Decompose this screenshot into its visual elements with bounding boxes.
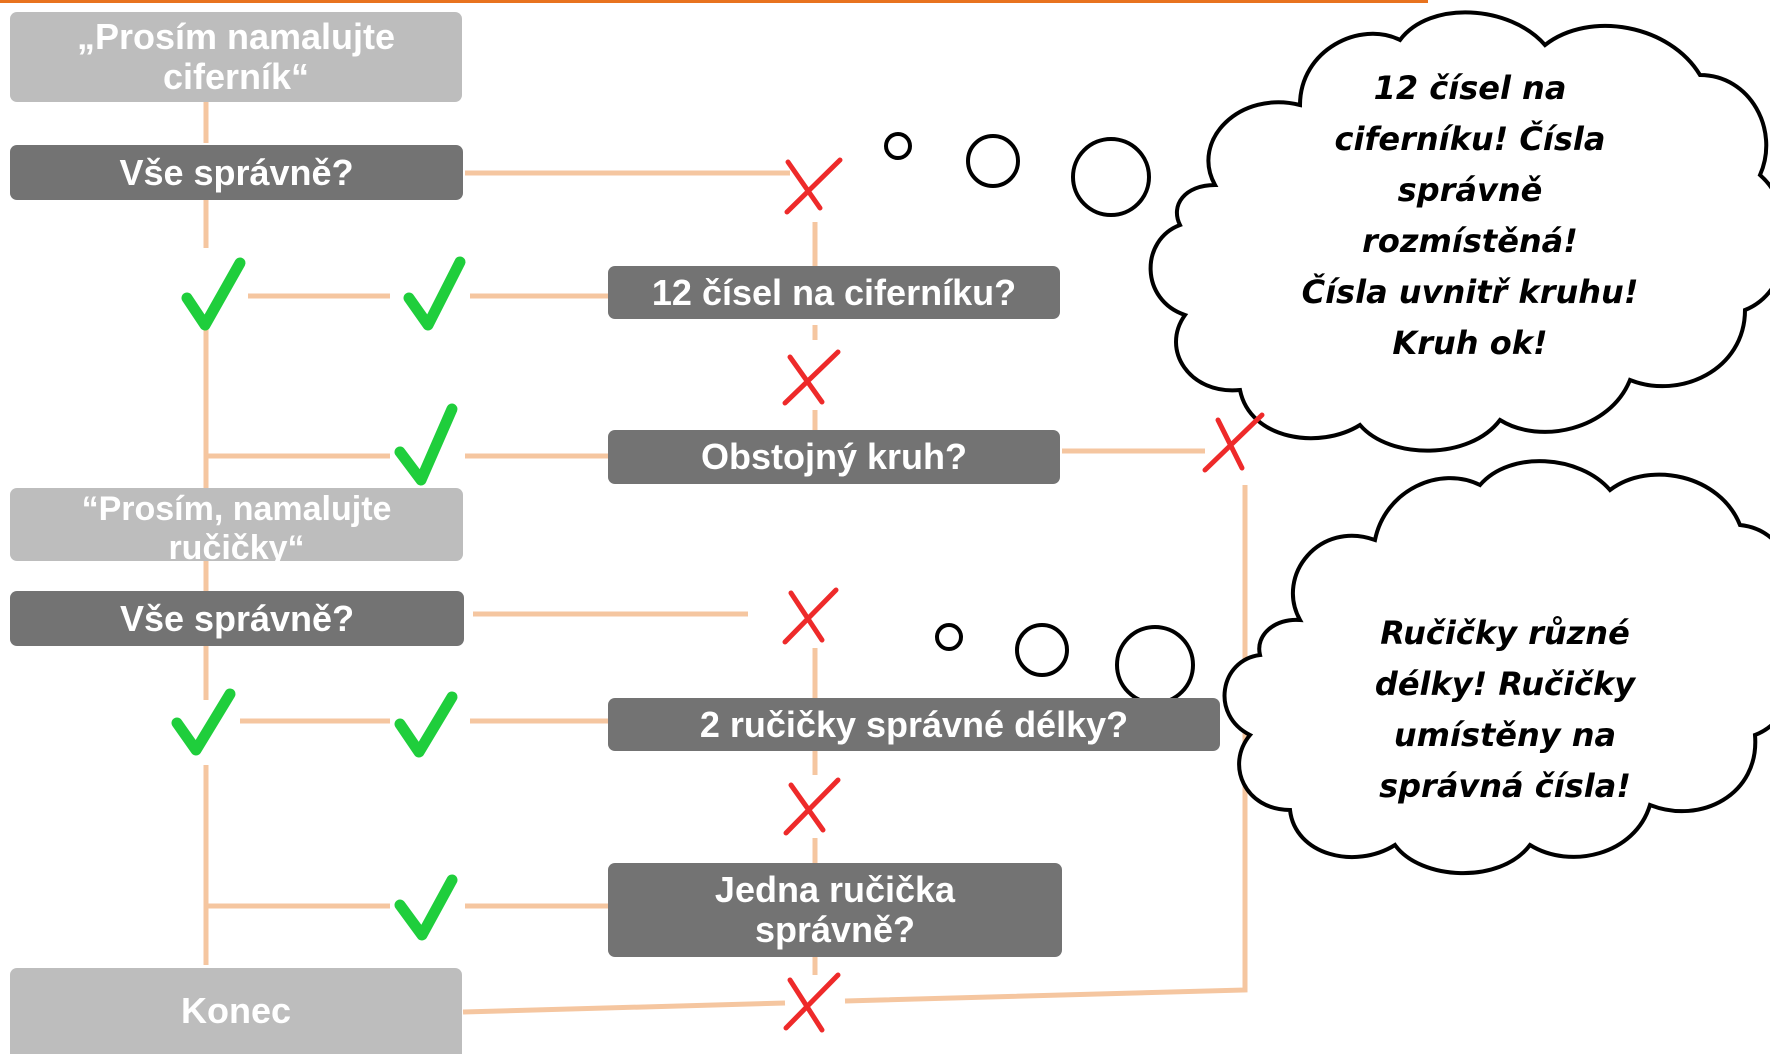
top-accent-bar — [0, 0, 1428, 3]
cloud-hands-line: umístěny na — [1393, 716, 1617, 754]
cloud-hands-line: Ručičky různé — [1380, 614, 1630, 652]
node-start-clock: „Prosím namalujte ciferník“ — [10, 12, 462, 102]
node-all-correct-2: Vše správně? — [10, 591, 464, 646]
check-icon-4 — [171, 688, 236, 756]
node-twelve-numbers-label: 12 čísel na ciferníku? — [651, 271, 1017, 313]
cloud-clock-line: správně — [1397, 171, 1543, 209]
check-icon-2 — [403, 256, 466, 331]
node-one-hand-correct-label: Jedna ručička správně? — [714, 869, 956, 950]
node-end: Konec — [10, 968, 462, 1054]
connector-end — [462, 1000, 786, 1015]
node-decent-circle-label: Obstojný kruh? — [700, 436, 967, 477]
cloud-shape-hands — [1222, 459, 1770, 876]
node-two-hands-length: 2 ručičky správné délky? — [608, 698, 1220, 751]
check-icon-3 — [394, 403, 458, 486]
node-start-hands-label: “Prosím, namalujte ručičky“ — [81, 490, 392, 561]
cloud-clock-line: Kruh ok! — [1392, 324, 1548, 362]
cross-icon-3 — [1202, 412, 1265, 473]
cross-icon-1 — [784, 157, 843, 215]
node-start-hands: “Prosím, namalujte ručičky“ — [10, 488, 463, 561]
node-all-correct-1: Vše správně? — [10, 145, 463, 200]
cloud-clock-line: Čísla uvnitř kruhu! — [1301, 273, 1639, 311]
thought-dot-2b — [1015, 623, 1069, 677]
thought-dot-1c — [1071, 137, 1151, 217]
cross-icon-6 — [783, 972, 841, 1033]
cloud-shape-clock — [1148, 10, 1770, 453]
node-one-hand-correct: Jedna ručička správně? — [608, 863, 1062, 957]
thought-dot-2a — [935, 623, 963, 651]
cloud-hands-text: Ručičky různé délky! Ručičky umístěny na… — [1330, 608, 1680, 812]
cloud-clock-text: 12 čísel na ciferníku! Čísla správně roz… — [1290, 63, 1650, 369]
cloud-clock-line: 12 čísel na — [1373, 69, 1567, 107]
cloud-hands-line: správná čísla! — [1379, 767, 1631, 805]
cloud-clock-line: ciferníku! Čísla — [1334, 120, 1606, 158]
node-two-hands-length-label: 2 ručičky správné délky? — [699, 703, 1129, 745]
cloud-clock-line: rozmístěná! — [1362, 222, 1578, 260]
node-end-label: Konec — [180, 990, 292, 1031]
connector-right-vertical — [844, 485, 1248, 1004]
check-icon-5 — [394, 691, 458, 758]
node-decent-circle: Obstojný kruh? — [608, 430, 1060, 484]
thought-dot-2c — [1115, 625, 1195, 705]
node-twelve-numbers: 12 čísel na ciferníku? — [608, 266, 1060, 319]
cross-icon-2 — [782, 349, 841, 406]
cross-icon-5 — [783, 777, 841, 836]
node-all-correct-1-label: Vše správně? — [119, 151, 354, 193]
cross-icon-4 — [782, 587, 839, 645]
node-all-correct-2-label: Vše správně? — [119, 597, 355, 639]
thought-dot-1b — [966, 134, 1020, 188]
check-icon-6 — [394, 874, 458, 941]
cloud-hands-line: délky! Ručičky — [1374, 665, 1636, 703]
node-start-clock-label: „Prosím namalujte ciferník“ — [76, 16, 396, 97]
thought-dot-1a — [884, 132, 912, 160]
check-icon-1 — [181, 257, 246, 331]
